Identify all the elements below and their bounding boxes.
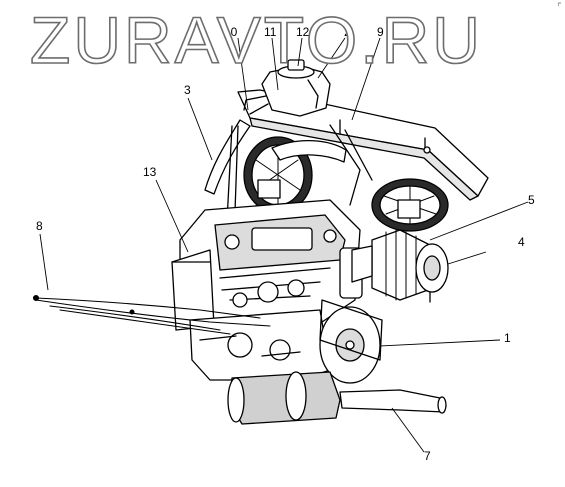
exhaust-system [227, 371, 447, 425]
radiator-hoses [204, 119, 347, 241]
callout-3: 3 [184, 83, 191, 97]
callout-12: 12 [296, 25, 310, 39]
flywheel [319, 299, 383, 384]
callout-10: 10 [224, 25, 238, 39]
cooling-fan-right [371, 178, 449, 232]
callout-7: 7 [424, 449, 431, 463]
callout-2: 2 [344, 25, 351, 39]
callout-labels: 10 11 12 2 9 3 13 8 5 4 1 7 [36, 25, 535, 463]
callout-1: 1 [504, 331, 511, 345]
control-cables [32, 294, 271, 335]
callout-9: 9 [377, 25, 384, 39]
callout-4: 4 [518, 235, 525, 249]
corner-mark: t* [557, 2, 561, 8]
engine-block [179, 199, 363, 331]
leader-lines [39, 37, 529, 453]
air-filter [351, 229, 449, 303]
callout-8: 8 [36, 219, 43, 233]
engine-lower [189, 309, 331, 381]
callout-5: 5 [528, 193, 535, 207]
callout-13: 13 [143, 165, 157, 179]
watermark: ZURAVTO.RU [29, 2, 483, 78]
expansion-tank [243, 59, 331, 117]
callout-11: 11 [264, 25, 277, 39]
